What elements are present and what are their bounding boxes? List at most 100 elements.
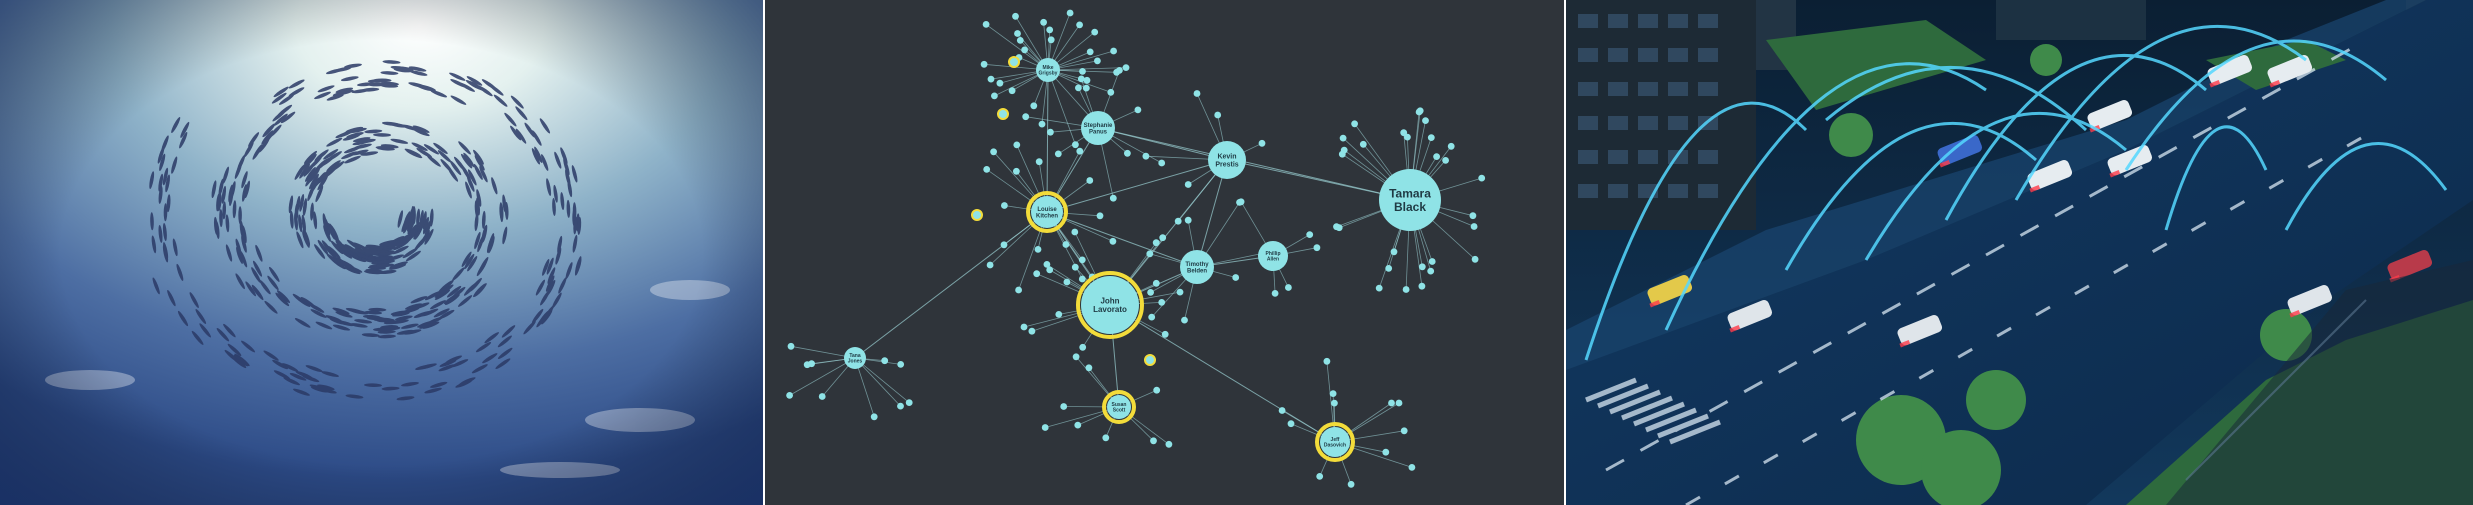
graph-leaf-node (1428, 258, 1436, 265)
graph-hub-node-louise (1031, 196, 1063, 228)
connectivity-arc (1825, 66, 2088, 132)
graph-leaf-node (1085, 364, 1093, 372)
graph-leaf-node (1008, 87, 1016, 95)
connectivity-arc (1944, 54, 2207, 221)
graph-leaf-node (1469, 212, 1477, 220)
graph-leaf-node (1040, 18, 1047, 26)
lane-dash (1708, 400, 1729, 413)
graph-leaf-node (1091, 28, 1099, 36)
vehicles (1647, 55, 2433, 348)
graph-leaf-node (1077, 75, 1085, 83)
connectivity-arcs (1584, 25, 2448, 361)
graph-leaf-node (1034, 246, 1042, 253)
fish-school-illustration (0, 0, 763, 505)
graph-leaf-node (1012, 12, 1019, 20)
graph-leaf-node (1021, 46, 1028, 54)
lane-dash (2268, 178, 2285, 190)
graph-leaf-node (1404, 133, 1411, 141)
graph-leaf-node (1014, 30, 1021, 37)
lane-dash (2190, 221, 2207, 232)
graph-leaf-node (1071, 228, 1079, 236)
graph-leaf-node (1287, 420, 1295, 428)
graph-leaf-node (1153, 386, 1161, 394)
graph-leaf-node (1340, 146, 1348, 154)
graph-leaf-node (1323, 357, 1331, 365)
crosswalk-stripe (1657, 413, 1709, 439)
graph-leaf-node (1000, 241, 1008, 249)
graph-hub-node-tana (844, 347, 866, 369)
graph-leaf-node (1086, 48, 1094, 56)
graph-highlighted-node (1144, 354, 1156, 366)
graph-leaf-node (1433, 153, 1440, 161)
graph-edge (1045, 406, 1120, 428)
lane-dash (2346, 136, 2362, 148)
car (2027, 160, 2073, 193)
graph-leaf-node (1074, 421, 1082, 429)
graph-hub-node-john (1081, 276, 1139, 334)
graph-highlighted-node (971, 209, 983, 221)
graph-leaf-node (1159, 234, 1167, 242)
graph-leaf-node (1422, 117, 1429, 124)
graph-leaf-node (1094, 57, 1101, 65)
lane-dash (2035, 305, 2051, 317)
graph-leaf-node (1030, 102, 1038, 110)
graph-leaf-node (1107, 88, 1115, 96)
crosswalk-stripe (1597, 383, 1649, 409)
lane-dash (2192, 126, 2213, 140)
graph-leaf-node (1146, 250, 1154, 258)
lane-dash (2123, 165, 2143, 179)
graph-leaf-node (1062, 241, 1070, 248)
graph-edge (1109, 304, 1336, 443)
graph-hub-node-susan (1107, 395, 1131, 419)
lane-dash (2261, 87, 2282, 100)
lane-dash (1801, 432, 1818, 444)
car (1647, 275, 1693, 308)
graph-leaf-node (1054, 150, 1062, 158)
graph-leaf-node (1375, 284, 1383, 292)
car (1727, 300, 1773, 333)
lane-dash (1763, 453, 1779, 465)
graph-leaf-node (1147, 289, 1154, 296)
graph-leaf-node (1072, 141, 1079, 149)
graph-leaf-node (786, 392, 793, 399)
graph-leaf-node (1096, 212, 1104, 220)
lane-dash (2088, 185, 2109, 198)
connectivity-arc (2164, 125, 2268, 231)
graph-leaf-node (1109, 194, 1117, 202)
crosswalk-stripe (1645, 407, 1697, 433)
graph-leaf-node (1316, 473, 1324, 480)
graph-leaf-node (1060, 403, 1068, 410)
lane-dash (2157, 145, 2178, 159)
graph-edge (1047, 67, 1127, 71)
graph-leaf-node (1174, 217, 1182, 225)
crosswalk-stripe (1609, 389, 1661, 415)
graph-leaf-node (1071, 263, 1079, 271)
graph-leaf-node (1113, 68, 1120, 76)
graph-leaf-node (982, 21, 990, 28)
graph-highlight-ring (1102, 390, 1136, 424)
lane-dash (1918, 368, 1935, 380)
lane-dash (2227, 106, 2247, 120)
graph-leaf-node (1076, 21, 1083, 29)
graph-highlight-ring (1315, 422, 1355, 462)
lane-dash (1950, 263, 1971, 276)
fish-school-panel (0, 0, 763, 505)
graph-leaf-node (1408, 464, 1416, 471)
graph-leaf-node (1382, 448, 1390, 456)
graph-leaf-node (1086, 177, 1094, 184)
graph-leaf-node (1072, 353, 1080, 361)
graph-leaf-node (1150, 437, 1157, 445)
lane-dash (1777, 360, 1798, 374)
graph-edge (1046, 159, 1228, 213)
graph-leaf-node (1339, 134, 1347, 142)
graph-leaf-node (1152, 279, 1160, 287)
graph-edge (985, 24, 1049, 71)
graph-leaf-node (1237, 198, 1245, 206)
